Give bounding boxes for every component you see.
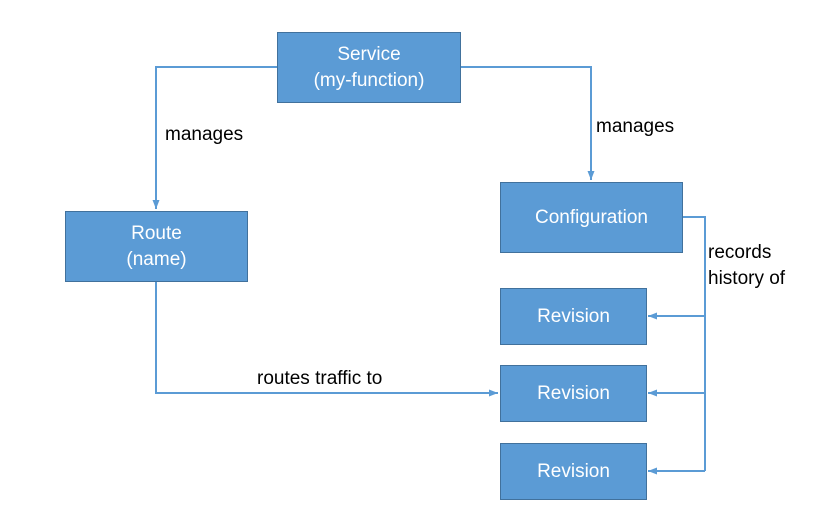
- edge-label-line-1: records: [708, 242, 772, 263]
- route-node-title: Route: [131, 222, 182, 244]
- connector-route-to-revision: [155, 282, 498, 397]
- revision-node-1[interactable]: Revision: [500, 288, 647, 345]
- route-node-subtitle: (name): [126, 248, 187, 270]
- edge-label-configuration-revisions: records history of: [708, 240, 785, 292]
- service-node-title: Service: [337, 43, 401, 65]
- configuration-node-title: Configuration: [534, 206, 649, 228]
- connector-configuration-bracket: [682, 216, 706, 471]
- revision-node-label: Revision: [537, 460, 610, 482]
- configuration-node[interactable]: Configuration: [500, 182, 683, 253]
- connector-service-to-configuration: [460, 66, 595, 180]
- connector-service-to-route: [152, 66, 278, 209]
- edge-label-route-revision: routes traffic to: [257, 368, 383, 389]
- service-node[interactable]: Service (my-function): [277, 32, 461, 103]
- route-node[interactable]: Route (name): [65, 211, 248, 282]
- revision-node-label: Revision: [537, 382, 610, 404]
- edge-label-line-2: history of: [708, 268, 786, 289]
- edge-label-service-configuration: manages: [596, 116, 675, 137]
- revision-node-label: Revision: [537, 305, 610, 327]
- service-node-subtitle: (my-function): [313, 69, 425, 91]
- revision-node-3[interactable]: Revision: [500, 443, 647, 500]
- revision-node-2[interactable]: Revision: [500, 365, 647, 422]
- edge-label-service-route: manages: [165, 124, 244, 145]
